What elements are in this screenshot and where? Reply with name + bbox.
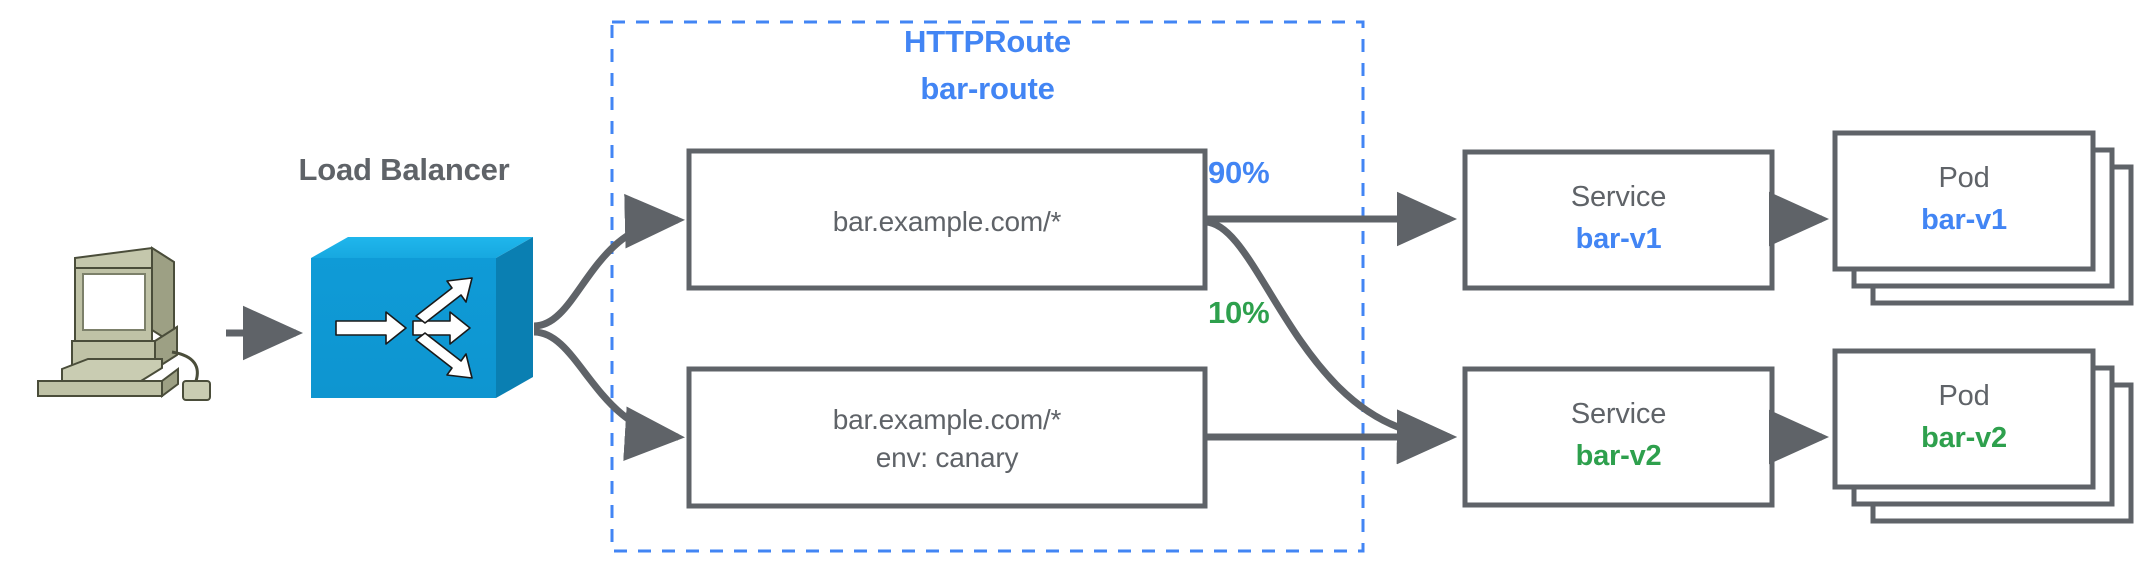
service-bar-v2-kind-label: Service <box>1570 398 1667 430</box>
route-rule-2-line-1: bar.example.com/* <box>832 404 1062 435</box>
httproute-dashed-container <box>610 20 1365 553</box>
route-rule-box-1[interactable] <box>686 148 1208 291</box>
edge-rule1-to-service-bar-v2 <box>1204 218 1457 464</box>
service-bar-v2-name-label: bar-v2 <box>1575 440 1662 472</box>
pod-bar-v2-name-label: bar-v2 <box>1921 422 2007 454</box>
pod-bar-v2-kind-label: Pod <box>1938 380 1990 412</box>
route-rule-1-line-1: bar.example.com/* <box>832 206 1062 237</box>
service-box-bar-v1[interactable] <box>1462 149 1775 291</box>
httproute-name-label: bar-route <box>920 71 1055 106</box>
pod-replica-front <box>1832 130 2096 272</box>
desktop-computer-icon <box>37 246 211 401</box>
service-box-bar-v2[interactable] <box>1462 366 1775 508</box>
pod-bar-v1-name-label: bar-v1 <box>1921 204 2007 236</box>
weight-label-10: 10% <box>1208 295 1270 330</box>
route-rule-2-line-2: env: canary <box>875 442 1019 473</box>
service-bar-v1-name-label: bar-v1 <box>1575 223 1662 255</box>
pod-stack-bar-v2[interactable] <box>1832 348 2134 524</box>
network-switch-icon <box>311 237 533 398</box>
pod-stack-bar-v1[interactable] <box>1832 130 2134 306</box>
edge-loadbalancer-to-rule-1 <box>533 193 685 330</box>
edge-loadbalancer-to-rule-2 <box>533 328 685 461</box>
weight-label-90: 90% <box>1208 155 1270 190</box>
service-bar-v1-kind-label: Service <box>1570 181 1667 213</box>
load-balancer-label: Load Balancer <box>298 152 510 187</box>
httproute-kind-label: HTTPRoute <box>904 24 1071 59</box>
pod-replica-front <box>1832 348 2096 490</box>
route-rule-box-2[interactable] <box>686 366 1208 509</box>
pod-bar-v1-kind-label: Pod <box>1938 162 1990 194</box>
